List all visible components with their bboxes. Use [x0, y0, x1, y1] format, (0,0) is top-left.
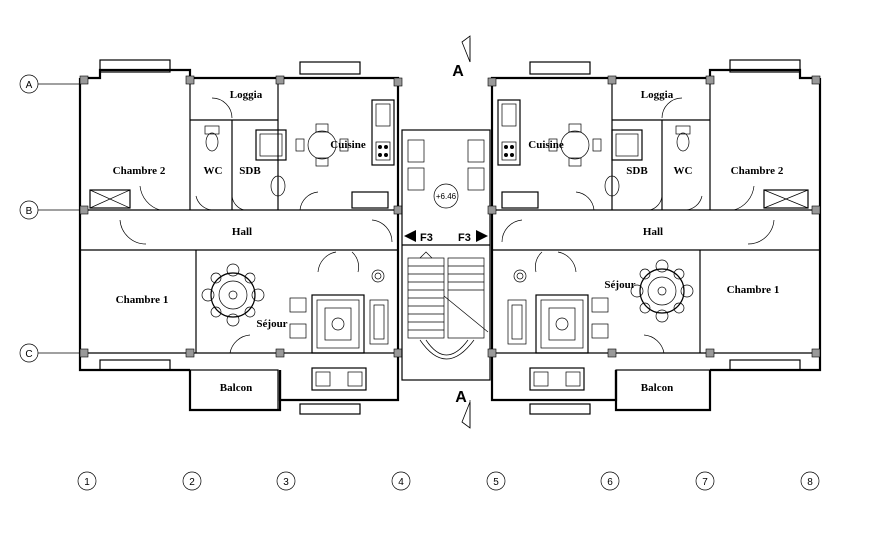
grid-col-label-6: 6 [607, 477, 613, 488]
right-room-chambre1: Chambre 1 [727, 284, 780, 296]
section-marker-top: A [452, 35, 471, 80]
left-room-hall: Hall [232, 226, 252, 238]
section-label-top: A [452, 63, 464, 80]
left-unit-labels: Loggia Cuisine WC SDB Chambre 2 Hall Cha… [113, 89, 366, 394]
grid-col-label-4: 4 [398, 477, 404, 488]
left-room-cuisine: Cuisine [330, 139, 366, 151]
right-room-loggia: Loggia [641, 89, 674, 101]
section-label-bottom: A [455, 389, 467, 406]
right-room-chambre2: Chambre 2 [731, 165, 784, 177]
grid-row-label-b: B [26, 206, 33, 217]
level-indicator: +6.46 [436, 192, 457, 201]
left-room-loggia: Loggia [230, 89, 263, 101]
left-room-chambre2: Chambre 2 [113, 165, 166, 177]
right-room-cuisine: Cuisine [528, 139, 564, 151]
staircase: +6.46 F3 F3 [401, 129, 491, 381]
grid-col-label-8: 8 [807, 477, 813, 488]
right-unit-labels: Loggia Cuisine WC SDB Chambre 2 Hall Cha… [528, 89, 784, 394]
right-unit-fixtures [497, 97, 775, 391]
grid-col-label-7: 7 [702, 477, 708, 488]
right-room-sejour: Séjour [604, 279, 635, 291]
left-room-balcon: Balcon [220, 382, 252, 394]
right-room-balcon: Balcon [641, 382, 673, 394]
grid-col-label-5: 5 [493, 477, 499, 488]
grid-col-label-2: 2 [189, 477, 195, 488]
grid-col-label-3: 3 [283, 477, 289, 488]
left-room-sdb: SDB [239, 165, 261, 177]
right-room-sdb: SDB [626, 165, 648, 177]
left-room-sejour: Séjour [256, 318, 287, 330]
right-room-hall: Hall [643, 226, 663, 238]
grid-column-bubbles: 1 2 3 4 5 6 7 8 [77, 471, 820, 491]
grid-col-label-1: 1 [84, 477, 90, 488]
grid-row-label-c: C [25, 349, 32, 360]
apartment-tag-left: F3 [420, 232, 433, 244]
right-room-wc: WC [674, 165, 693, 177]
left-room-chambre1: Chambre 1 [116, 294, 169, 306]
grid-row-lines: A B C [19, 74, 80, 363]
apartment-tag-right: F3 [458, 232, 471, 244]
right-unit-walls [487, 59, 822, 415]
left-unit-fixtures [119, 97, 395, 391]
left-unit-walls [78, 59, 403, 415]
section-marker-bottom: A [455, 389, 471, 429]
left-room-wc: WC [204, 165, 223, 177]
grid-row-label-a: A [26, 80, 33, 91]
